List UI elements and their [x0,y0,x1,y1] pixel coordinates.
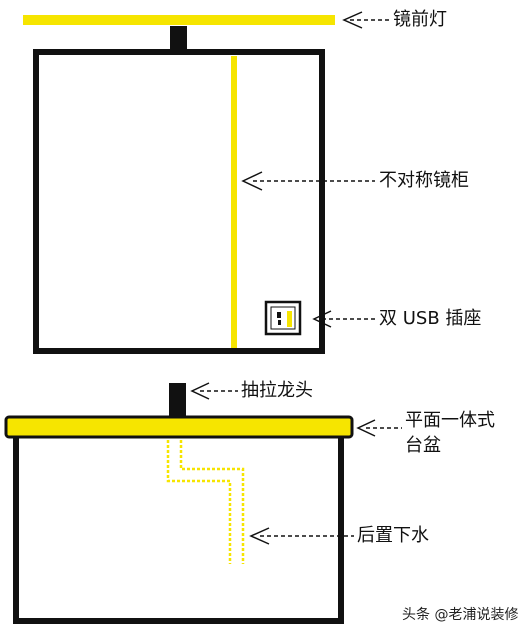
arrow-drain [249,527,354,545]
arrow-faucet [190,382,238,400]
label-mirror-light: 镜前灯 [393,9,447,30]
arrow-basin [356,419,402,437]
mirror-light-bar [23,15,335,25]
vanity-cabinet [13,437,344,624]
usb-socket-icon [264,300,302,336]
label-drain: 后置下水 [357,525,429,546]
faucet [169,383,186,419]
label-basin-line2: 台盆 [405,435,441,456]
pointer-arrows [190,11,402,545]
label-usb-socket: 双 USB 插座 [379,308,482,329]
label-basin-line1: 平面一体式 [405,410,495,431]
light-mount [170,26,187,52]
basin-countertop [4,415,354,439]
rear-drain-pipe [166,440,245,564]
cabinet-light-strip [231,56,237,348]
label-faucet: 抽拉龙头 [241,380,313,401]
arrow-usb-socket [312,310,375,328]
arrow-mirror-light [342,11,390,29]
arrow-mirror-cabinet [241,171,375,191]
label-mirror-cabinet: 不对称镜柜 [379,170,469,191]
watermark: 头条 @老浦说装修 [402,607,519,623]
